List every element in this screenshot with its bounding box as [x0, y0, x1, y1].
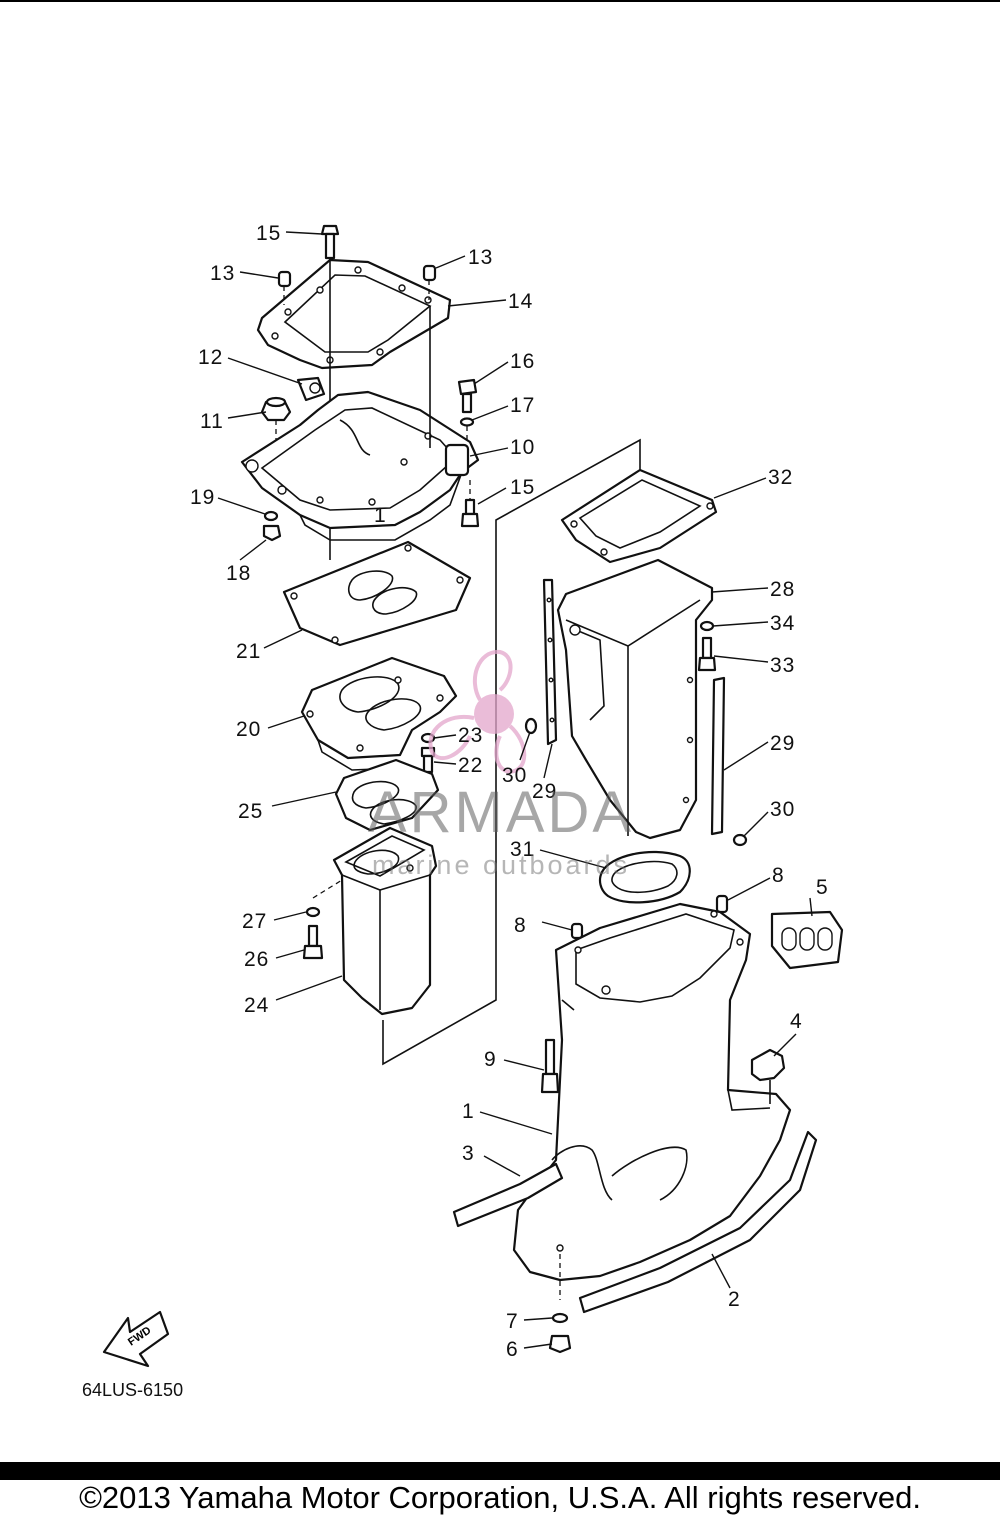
- watermark-subtitle: marine outboards: [371, 850, 631, 880]
- callout-17: 17: [510, 394, 535, 417]
- callout-21: 21: [236, 640, 261, 663]
- callout-25: 25: [238, 800, 263, 823]
- exploded-parts-diagram: FWD: [102, 222, 844, 1368]
- callout-30-left: 30: [502, 764, 527, 787]
- callout-26: 26: [244, 948, 269, 971]
- part-31-seal: [598, 850, 691, 904]
- callout-16: 16: [510, 350, 535, 373]
- drawing-code: 64LUS-6150: [82, 1380, 184, 1400]
- callout-9: 9: [484, 1048, 497, 1071]
- callout-7: 7: [506, 1310, 519, 1333]
- part-2-rubber-seal: [578, 1130, 818, 1314]
- part-18-nut: [262, 524, 282, 542]
- callout-4: 4: [790, 1010, 803, 1033]
- watermark-propeller-icon: [428, 649, 527, 775]
- part-9-bolt: [540, 1038, 560, 1094]
- callout-12: 12: [198, 346, 223, 369]
- callout-3: 3: [462, 1142, 475, 1165]
- part-25-gasket: [334, 758, 440, 832]
- part-1-lower-casing: [512, 902, 792, 1282]
- part-24-exhaust-pipe: [332, 826, 438, 1016]
- footer-bar: [0, 1462, 1000, 1480]
- callout-6: 6: [506, 1338, 519, 1361]
- callout-27: 27: [242, 910, 267, 933]
- callout-24: 24: [244, 994, 269, 1017]
- callout-15-lower: 15: [510, 476, 535, 499]
- part-33-bolt: [697, 636, 717, 672]
- callout-34: 34: [770, 612, 795, 635]
- part-13-dowel-right: [422, 264, 437, 300]
- part-7-washer: [551, 1254, 569, 1324]
- fwd-arrow-icon: FWD: [102, 1310, 170, 1368]
- callout-33: 33: [770, 654, 795, 677]
- callout-29-right: 29: [770, 732, 795, 755]
- part-30-washer-right: [732, 833, 748, 847]
- callout-20: 20: [236, 718, 261, 741]
- part-29-seal-right: [710, 676, 726, 836]
- part-28-upper-casing: [556, 558, 714, 840]
- part-29-seal-left: [542, 578, 558, 746]
- callout-15-top: 15: [256, 222, 281, 245]
- part-30-washer-left: [524, 717, 538, 735]
- top-border-line: [0, 0, 1000, 2]
- callout-14: 14: [508, 290, 533, 313]
- callout-1-left: 1: [462, 1100, 475, 1123]
- callout-13-right: 13: [468, 246, 493, 269]
- callout-8-left: 8: [514, 914, 527, 937]
- callout-31: 31: [510, 838, 535, 861]
- part-3-rubber-seal: [452, 1162, 564, 1228]
- watermark-title: ARMADA: [367, 780, 635, 845]
- callout-28: 28: [770, 578, 795, 601]
- part-34-washer: [699, 620, 715, 632]
- copyright-footer: ©2013 Yamaha Motor Corporation, U.S.A. A…: [79, 1480, 921, 1515]
- part-8-dowel-left: [570, 922, 584, 940]
- part-19-washer: [263, 510, 279, 522]
- callout-29-left: 29: [532, 780, 557, 803]
- callout-13-left: 13: [210, 262, 235, 285]
- part-15-bolt-lower: [460, 480, 480, 528]
- part-27-washer: [305, 879, 343, 918]
- part-21-gasket: [282, 540, 472, 647]
- callout-19: 19: [190, 486, 215, 509]
- callout-30-right: 30: [770, 798, 795, 821]
- callout-5: 5: [816, 876, 829, 899]
- callout-18: 18: [226, 562, 251, 585]
- callout-32: 32: [768, 466, 793, 489]
- part-12-plug: [296, 376, 326, 402]
- part-4-cap: [750, 1048, 786, 1104]
- callout-8-right: 8: [772, 864, 785, 887]
- callout-leader-lines: [217, 231, 813, 1349]
- part-32-gasket: [560, 468, 718, 564]
- callout-10: 10: [510, 436, 535, 459]
- callout-1-lower: 1: [374, 504, 387, 527]
- part-6-bolt: [548, 1334, 572, 1354]
- part-13-dowel-left: [277, 270, 292, 305]
- part-26-bolt: [302, 924, 324, 960]
- callout-22: 22: [458, 754, 483, 777]
- part-16-bolt: [457, 378, 478, 414]
- part-5-grommet: [770, 910, 844, 970]
- callout-23: 23: [458, 724, 483, 747]
- part-10-exhaust-guide: [240, 390, 480, 541]
- callout-2: 2: [728, 1288, 741, 1311]
- part-14-gasket: [256, 258, 452, 370]
- callout-labels: 15 13 13 14 12 16 11 17 10 19 15 18 32 2…: [190, 222, 829, 1361]
- callout-11: 11: [200, 410, 224, 433]
